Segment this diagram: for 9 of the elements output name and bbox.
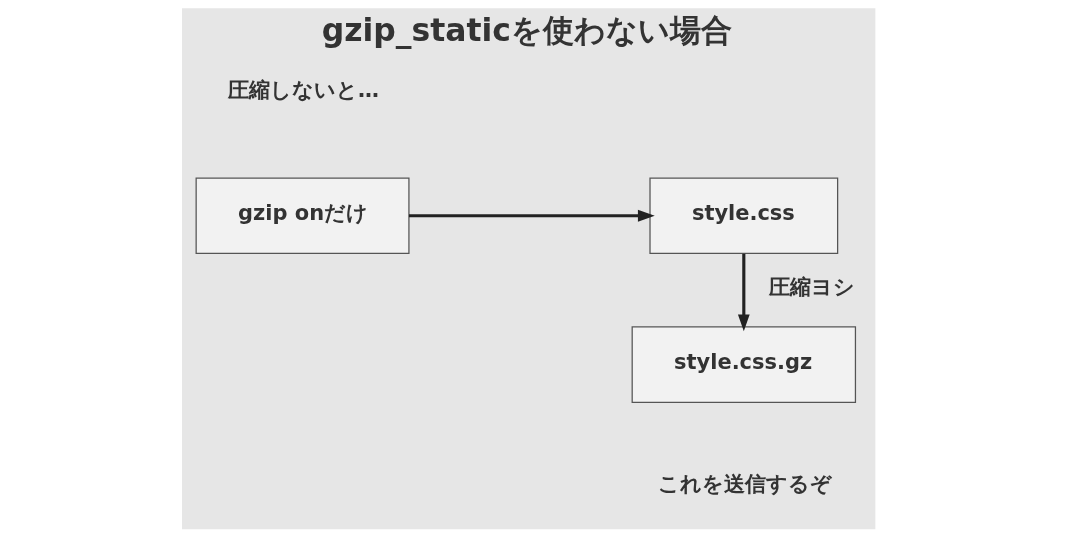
node-box: style.css (649, 177, 839, 255)
edge-label: 圧縮ヨシ (768, 275, 855, 300)
node-label: 圧縮しないと… (228, 78, 380, 103)
node-label: これを送信するぞ (658, 472, 833, 497)
diagram-title: gzip_staticを使わない場合 (321, 11, 732, 48)
arrow (737, 253, 750, 332)
node-box: gzip onだけ (195, 177, 410, 255)
arrow (409, 209, 655, 222)
node-box: style.css.gz (631, 326, 857, 403)
